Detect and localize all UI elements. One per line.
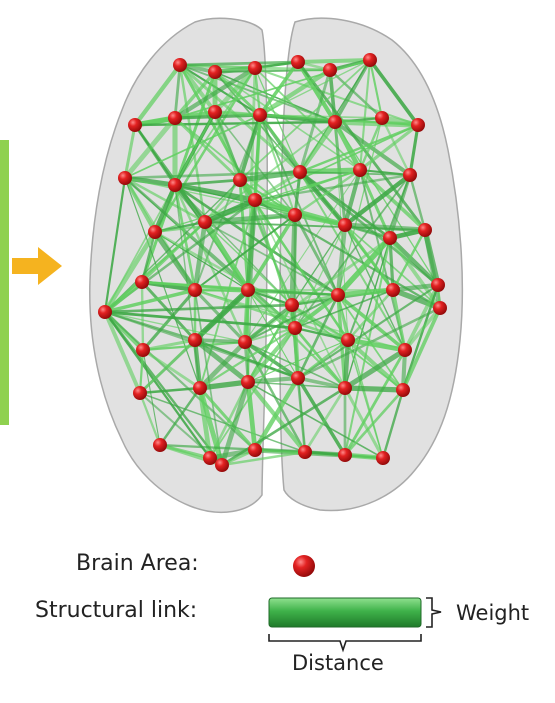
brain-area-node xyxy=(341,333,355,347)
brain-area-node xyxy=(411,118,425,132)
brain-area-node xyxy=(338,218,352,232)
brain-area-node xyxy=(363,53,377,67)
brain-area-node xyxy=(293,165,307,179)
brain-area-node xyxy=(233,173,247,187)
structural-link xyxy=(295,328,298,378)
brain-area-node xyxy=(285,298,299,312)
brain-area-node xyxy=(418,223,432,237)
brain-area-node xyxy=(153,438,167,452)
brain-area-node xyxy=(238,335,252,349)
brain-area-node xyxy=(338,381,352,395)
brain-area-node xyxy=(248,443,262,457)
brain-area-node xyxy=(208,65,222,79)
brain-area-node xyxy=(173,58,187,72)
brain-area-node xyxy=(208,105,222,119)
arrow-icon xyxy=(12,247,62,285)
brain-area-node xyxy=(323,63,337,77)
brain-area-node xyxy=(431,278,445,292)
left-panel-accent xyxy=(0,140,9,425)
brain-area-node xyxy=(375,111,389,125)
weight-brace xyxy=(426,598,441,627)
brain-area-node xyxy=(248,193,262,207)
brain-area-node xyxy=(188,333,202,347)
brain-area-node xyxy=(168,111,182,125)
brain-area-node xyxy=(135,275,149,289)
brain-area-node xyxy=(298,445,312,459)
brain-area-node xyxy=(338,448,352,462)
brain-area-node xyxy=(376,451,390,465)
brain-area-node xyxy=(118,171,132,185)
brain-area-node xyxy=(133,386,147,400)
distance-brace xyxy=(269,634,421,650)
brain-area-node xyxy=(136,343,150,357)
brain-area-node xyxy=(433,301,447,315)
brain-area-node xyxy=(386,283,400,297)
brain-area-node xyxy=(328,115,342,129)
brain-area-node xyxy=(168,178,182,192)
brain-area-node xyxy=(291,55,305,69)
distance-label: Distance xyxy=(292,653,384,674)
brain-area-node xyxy=(353,163,367,177)
structural-link xyxy=(345,388,403,390)
brain-area-node xyxy=(198,215,212,229)
brain-area-node xyxy=(248,61,262,75)
structural-link-label: Structural link: xyxy=(35,600,197,622)
weight-label: Weight xyxy=(456,603,529,624)
legend-graphics xyxy=(269,555,441,650)
brain-area-node xyxy=(253,108,267,122)
brain-area-label: Brain Area: xyxy=(76,553,199,575)
brain-area-node xyxy=(215,458,229,472)
brain-area-node xyxy=(396,383,410,397)
brain-area-node xyxy=(203,451,217,465)
brain-area-node xyxy=(288,321,302,335)
brain-area-node xyxy=(148,225,162,239)
brain-area-node xyxy=(241,283,255,297)
brain-area-node xyxy=(331,288,345,302)
brain-area-node xyxy=(188,283,202,297)
brain-area-node xyxy=(383,231,397,245)
brain-area-node xyxy=(288,208,302,222)
legend-node-icon xyxy=(293,555,315,577)
brain-area-node xyxy=(193,381,207,395)
legend-link-bar xyxy=(269,598,421,627)
structural-link xyxy=(345,340,348,388)
brain-area-node xyxy=(241,375,255,389)
brain-area-node xyxy=(128,118,142,132)
brain-area-node xyxy=(291,371,305,385)
brain-area-node xyxy=(398,343,412,357)
brain-area-node xyxy=(98,305,112,319)
brain-area-node xyxy=(403,168,417,182)
